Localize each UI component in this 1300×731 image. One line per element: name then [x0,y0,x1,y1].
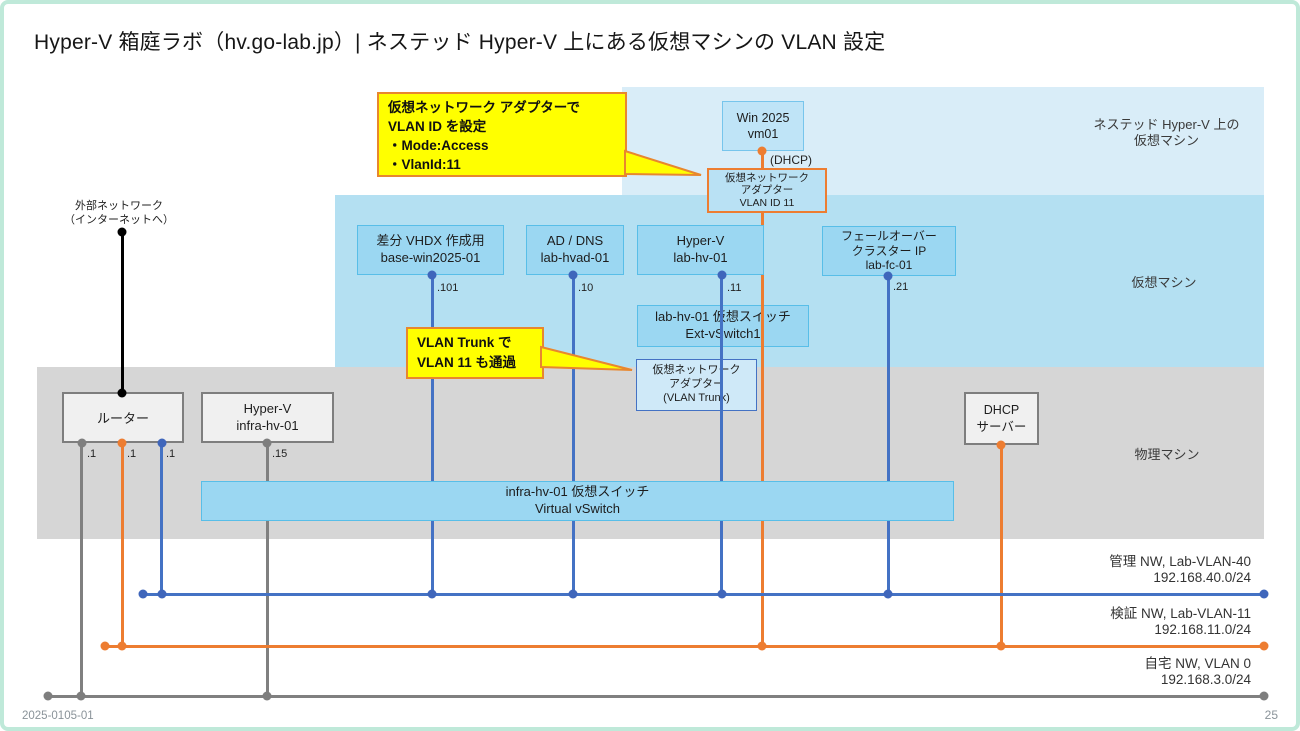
node-lab-fc: フェールオーバー クラスター IP lab-fc-01 [822,226,956,276]
callout-vlan-access: 仮想ネットワーク アダプターで VLAN ID を設定 ・Mode:Access… [377,92,627,177]
port-label-router-mgmt: .1 [166,448,176,460]
router-home-port-dot [77,438,87,448]
lab-fc-port-dot [883,271,893,281]
base-win-port-dot [427,270,437,280]
lab-fc-line [887,276,890,594]
home-network-name: 自宅 NW, VLAN 0 [1144,656,1251,671]
test-network-cidr: 192.168.11.0/24 [1154,621,1251,637]
infra-hv-line [266,442,269,696]
test-network-label: 検証 NW, Lab-VLAN-11 192.168.11.0/24 [1110,606,1251,638]
mgmt-network-name: 管理 NW, Lab-VLAN-40 [1109,554,1251,569]
mgmt-junction-labfc [883,589,893,599]
callout-vlan-trunk: VLAN Trunk で VLAN 11 も通過 [406,327,544,379]
test-junction-router [117,641,127,651]
mgmt-junction-labhv [717,589,727,599]
port-label-router-home: .1 [87,448,97,460]
port-label-lab-fc: .21 [893,281,909,293]
mgmt-network-cidr: 192.168.40.0/24 [1153,569,1251,585]
router-test-port-dot [117,438,127,448]
test-line-right-dot [1259,641,1269,651]
vm01-adapter-line [761,151,764,168]
mgmt-line-left-dot [138,589,148,599]
mgmt-junction-basewin [427,589,437,599]
external-network-line [121,232,124,391]
node-adapter-vlan-trunk: 仮想ネットワーク アダプター (VLAN Trunk) [636,359,757,411]
test-junction-dhcp [996,641,1006,651]
home-network-label: 自宅 NW, VLAN 0 192.168.3.0/24 [1144,656,1251,688]
dhcp-line [1000,444,1003,646]
vm01-port-dot [757,146,767,156]
home-junction-infra [262,691,272,701]
ad-dns-line [572,275,575,594]
node-adapter-vlan11: 仮想ネットワーク アダプター VLAN ID 11 [707,168,827,213]
vm-region-label: 仮想マシン [1131,275,1197,290]
mgmt-line-right-dot [1259,589,1269,599]
node-ad-dns: AD / DNS lab-hvad-01 [526,225,624,275]
ad-dns-port-dot [568,270,578,280]
router-home-line [80,442,83,696]
router-mgmt-line [160,442,163,594]
infra-port-dot [262,438,272,448]
node-ext-vswitch: lab-hv-01 仮想スイッチ Ext-vSwitch1 [637,305,809,347]
mgmt-network-line [143,593,1264,596]
node-vm01: Win 2025 vm01 [722,101,804,151]
node-router: ルーター [62,392,184,443]
home-network-line [48,695,1264,698]
test-network-line [105,645,1264,648]
external-top-dot [117,227,127,237]
port-label-infra: .15 [272,448,288,460]
node-dhcp-server: DHCP サーバー [964,392,1039,445]
test-line-left-dot [100,641,110,651]
node-infra-hv: Hyper-V infra-hv-01 [201,392,334,443]
slide-title: Hyper-V 箱庭ラボ（hv.go-lab.jp）| ネステッド Hyper-… [34,31,886,54]
mgmt-junction-addns [568,589,578,599]
port-label-lab-hv: .11 [727,282,742,294]
footer-doc-id: 2025-0105-01 [22,710,94,722]
port-label-ad-dns: .10 [578,282,594,294]
dhcp-port-dot [996,440,1006,450]
home-network-cidr: 192.168.3.0/24 [1160,671,1251,687]
home-junction-router [76,691,86,701]
test-junction-trunk [757,641,767,651]
port-label-router-test: .1 [127,448,137,460]
router-top-dot [117,388,127,398]
home-line-right-dot [1259,691,1269,701]
nested-region-label: ネステッド Hyper-V 上の 仮想マシン [1093,117,1240,149]
port-label-base-win: .101 [437,282,459,294]
lab-hv-line [720,275,723,594]
page-number: 25 [1264,708,1278,722]
base-win-line [431,275,434,594]
physical-region-label: 物理マシン [1134,447,1200,462]
node-base-win: 差分 VHDX 作成用 base-win2025-01 [357,225,504,275]
test-network-name: 検証 NW, Lab-VLAN-11 [1110,606,1251,621]
vlan11-trunk-line [761,213,764,646]
home-line-left-dot [43,691,53,701]
external-network-label: 外部ネットワーク （インターネットへ） [64,200,174,226]
mgmt-junction-router [157,589,167,599]
node-lab-hv: Hyper-V lab-hv-01 [637,225,764,275]
node-infra-vswitch: infra-hv-01 仮想スイッチ Virtual vSwitch [201,481,954,521]
lab-hv-port-dot [717,270,727,280]
vm01-dhcp-label: (DHCP) [770,153,812,167]
mgmt-network-label: 管理 NW, Lab-VLAN-40 192.168.40.0/24 [1109,554,1251,586]
router-test-line [121,442,124,646]
router-mgmt-port-dot [157,438,167,448]
